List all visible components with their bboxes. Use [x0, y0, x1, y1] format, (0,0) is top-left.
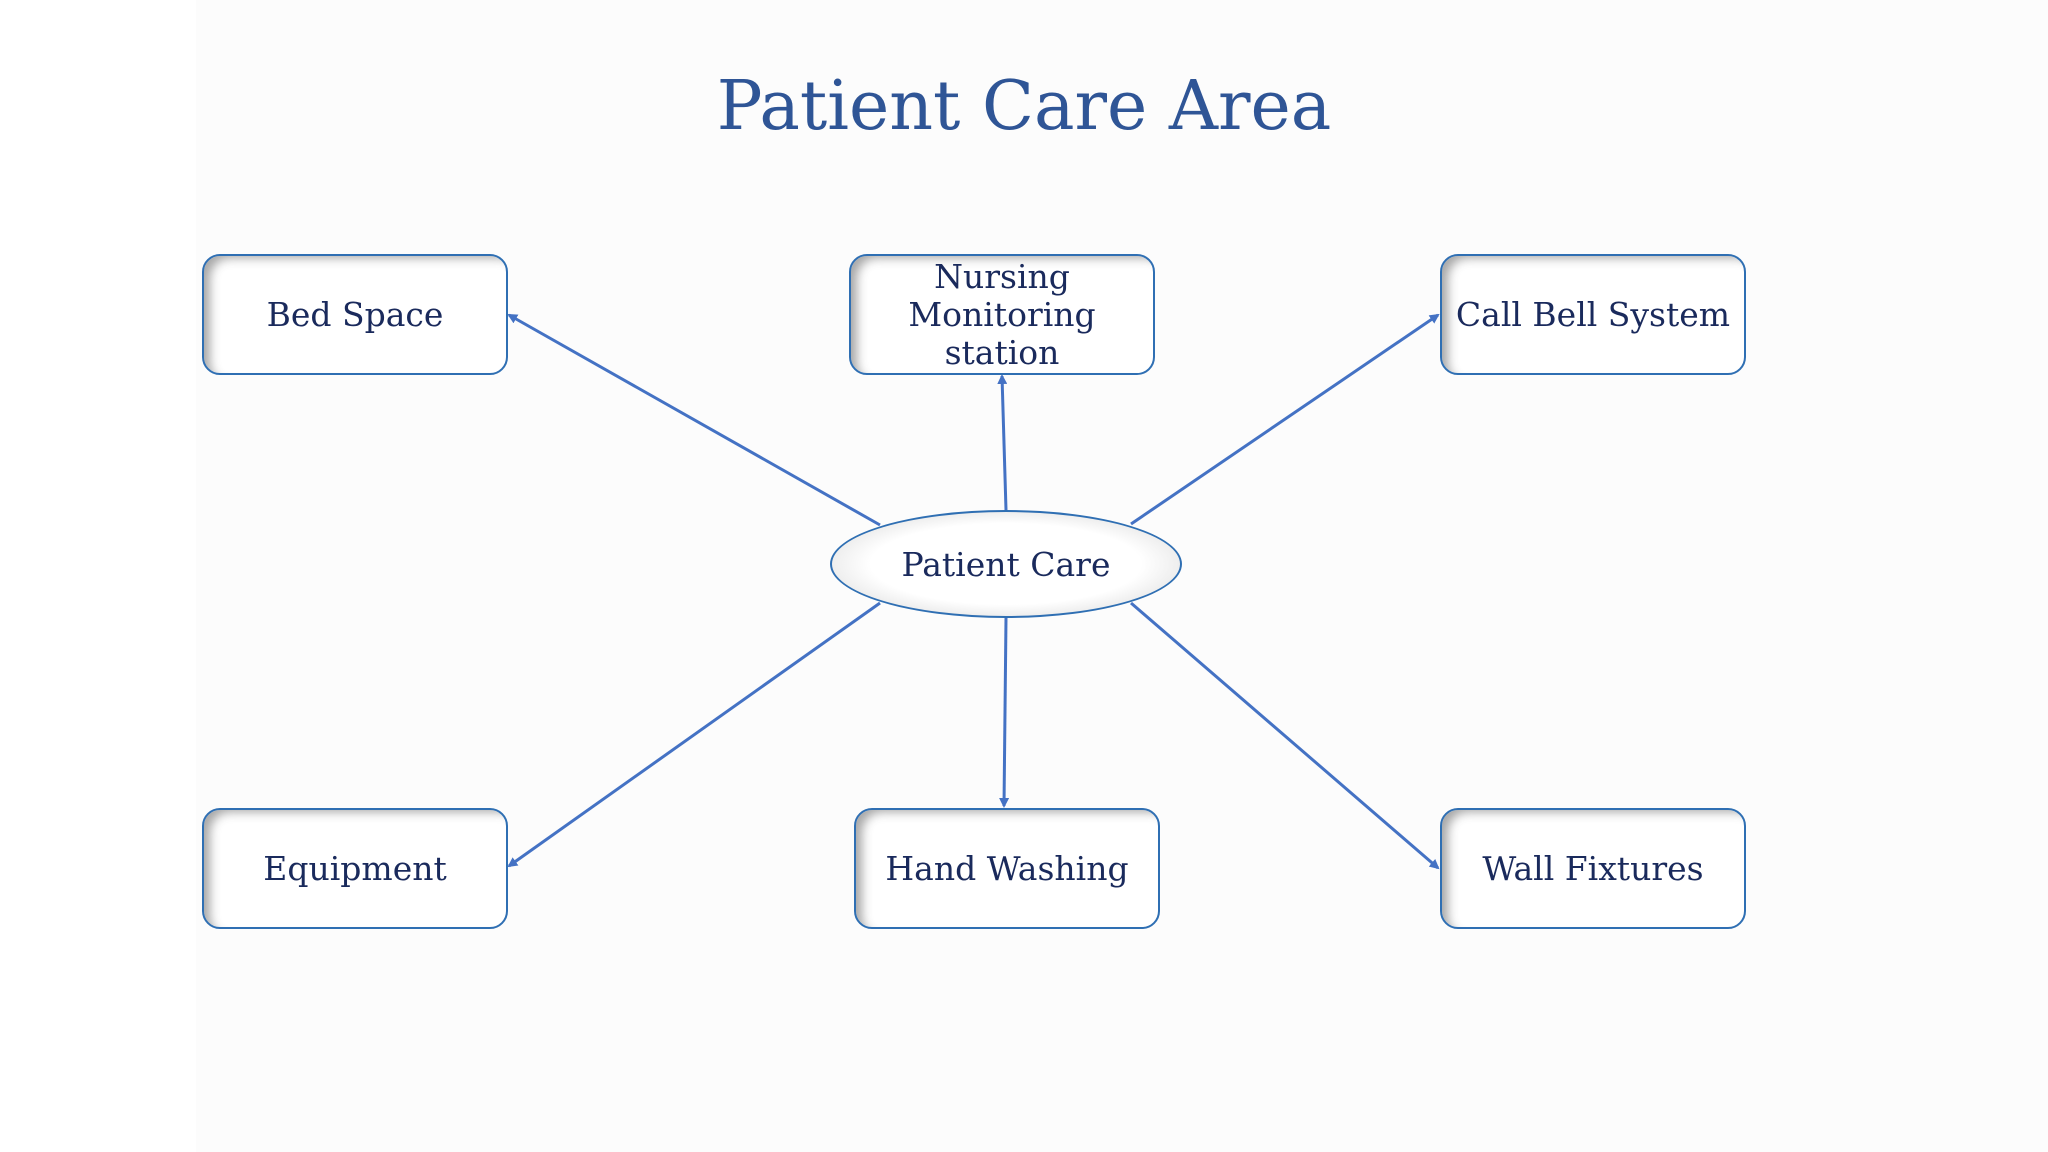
node-call-bell-system: Call Bell System: [1440, 254, 1746, 375]
center-node-label: Patient Care: [901, 544, 1111, 584]
diagram-title: Patient Care Area: [716, 67, 1332, 146]
arrow-to-call-bell-system: [1130, 313, 1440, 526]
node-equipment: Equipment: [202, 808, 508, 929]
node-hand-washing-label: Hand Washing: [885, 848, 1129, 888]
node-nursing-label: Nursing Monitoring station: [908, 256, 1096, 372]
node-bed-space-label: Bed Space: [266, 294, 444, 334]
node-nursing-line1: Nursing: [934, 256, 1070, 296]
arrow-to-nursing-station: [997, 374, 1008, 511]
arrow-to-bed-space: [507, 313, 881, 527]
node-wall-fixtures: Wall Fixtures: [1440, 808, 1746, 929]
node-equipment-label: Equipment: [263, 848, 447, 888]
node-bed-space: Bed Space: [202, 254, 508, 375]
node-hand-washing: Hand Washing: [854, 808, 1160, 929]
node-call-bell-label: Call Bell System: [1455, 294, 1731, 334]
node-wall-fixtures-label: Wall Fixtures: [1482, 848, 1704, 888]
arrow-to-wall-fixtures: [1130, 601, 1440, 870]
center-node-patient-care: Patient Care: [830, 510, 1182, 618]
node-nursing-line2: Monitoring: [908, 294, 1096, 334]
node-nursing-line3: station: [944, 332, 1060, 372]
arrow-to-hand-washing: [999, 617, 1010, 808]
node-nursing-monitoring-station: Nursing Monitoring station: [849, 254, 1155, 375]
arrow-to-equipment: [507, 601, 881, 868]
